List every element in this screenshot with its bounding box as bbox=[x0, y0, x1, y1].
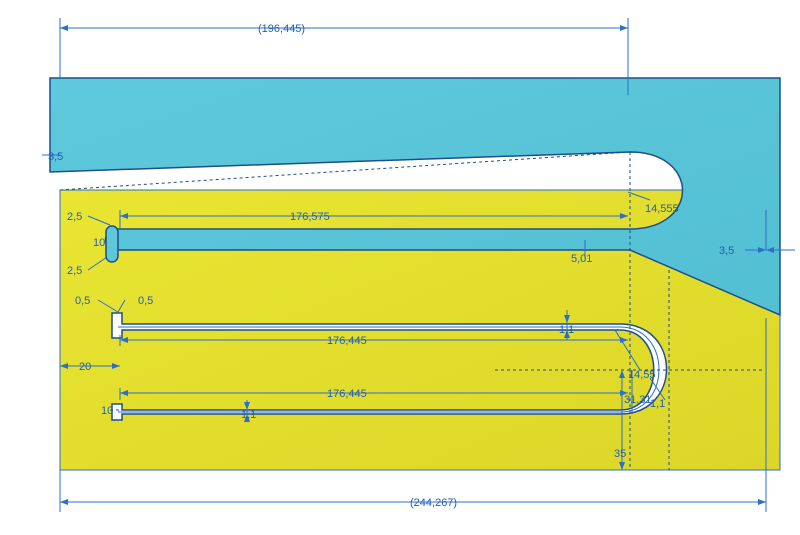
upper-slot-end-cap bbox=[105, 225, 119, 263]
dim-offset-left: 20 bbox=[79, 361, 91, 373]
dim-thickness-upper: 1,1 bbox=[559, 324, 574, 336]
u-channel-outer bbox=[111, 312, 668, 421]
dim-lower-length: 176,445 bbox=[327, 388, 367, 400]
dim-thickness-right: 1,1 bbox=[650, 398, 665, 410]
dim-overall-height: 35 bbox=[614, 448, 626, 460]
dim-bottom-overall: (244,267) bbox=[410, 497, 457, 509]
construction-lines bbox=[59, 151, 765, 470]
dim-left-edge: 3,5 bbox=[48, 151, 63, 163]
dim-wall-left: 0,5 bbox=[75, 295, 90, 307]
dim-top-overall: (196,445) bbox=[258, 23, 305, 35]
dim-depth-small: 31,31 bbox=[624, 394, 652, 406]
dimension-lines bbox=[42, 18, 795, 512]
dim-radius-lower: 14,55 bbox=[628, 369, 656, 381]
dim-thickness-lower: 1,1 bbox=[241, 409, 256, 421]
dim-end-width-top: 2,5 bbox=[67, 211, 82, 223]
dim-radius-upper: 14,555 bbox=[645, 203, 679, 215]
dim-end-height: 10 bbox=[93, 237, 105, 249]
arrowheads bbox=[60, 25, 774, 505]
dim-slot-upper-length: 176,575 bbox=[290, 211, 330, 223]
dim-bottom-end-height: 10 bbox=[101, 405, 113, 417]
dim-end-width-bottom: 2,5 bbox=[67, 265, 82, 277]
dim-middle-length: 176,445 bbox=[327, 335, 367, 347]
dim-right-edge: 3,5 bbox=[719, 245, 734, 257]
dim-gap: 5,01 bbox=[571, 253, 592, 265]
dim-wall-right: 0,5 bbox=[138, 295, 153, 307]
